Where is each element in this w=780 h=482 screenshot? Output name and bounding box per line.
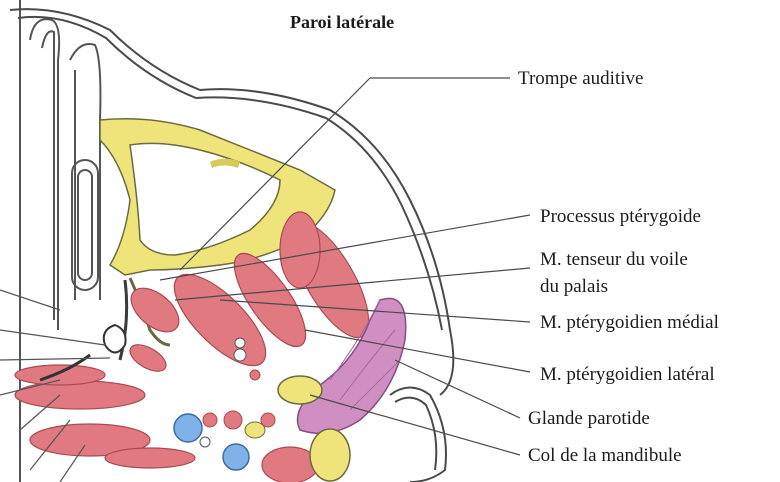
label-col-mandibule: Col de la mandibule xyxy=(528,445,682,466)
label-tenseur-line2: du palais xyxy=(540,276,608,297)
label-trompe-auditive: Trompe auditive xyxy=(518,68,643,89)
label-pterygoidien-lateral: M. ptérygoidien latéral xyxy=(540,364,715,385)
label-glande-parotide: Glande parotide xyxy=(528,408,650,429)
leader-lateral xyxy=(305,330,530,372)
label-tenseur-line1: M. tenseur du voile xyxy=(540,249,688,270)
diagram-title: Paroi latérale xyxy=(290,12,394,32)
mandible-neck xyxy=(278,376,322,404)
nasal-wall xyxy=(20,0,100,482)
leader-parotide xyxy=(395,360,520,418)
lateral-pterygoid-muscle-2 xyxy=(280,212,320,288)
label-pterygoidien-medial: M. ptérygoidien médial xyxy=(540,312,719,333)
label-processus-pterygoide: Processus ptérygoide xyxy=(540,206,701,227)
